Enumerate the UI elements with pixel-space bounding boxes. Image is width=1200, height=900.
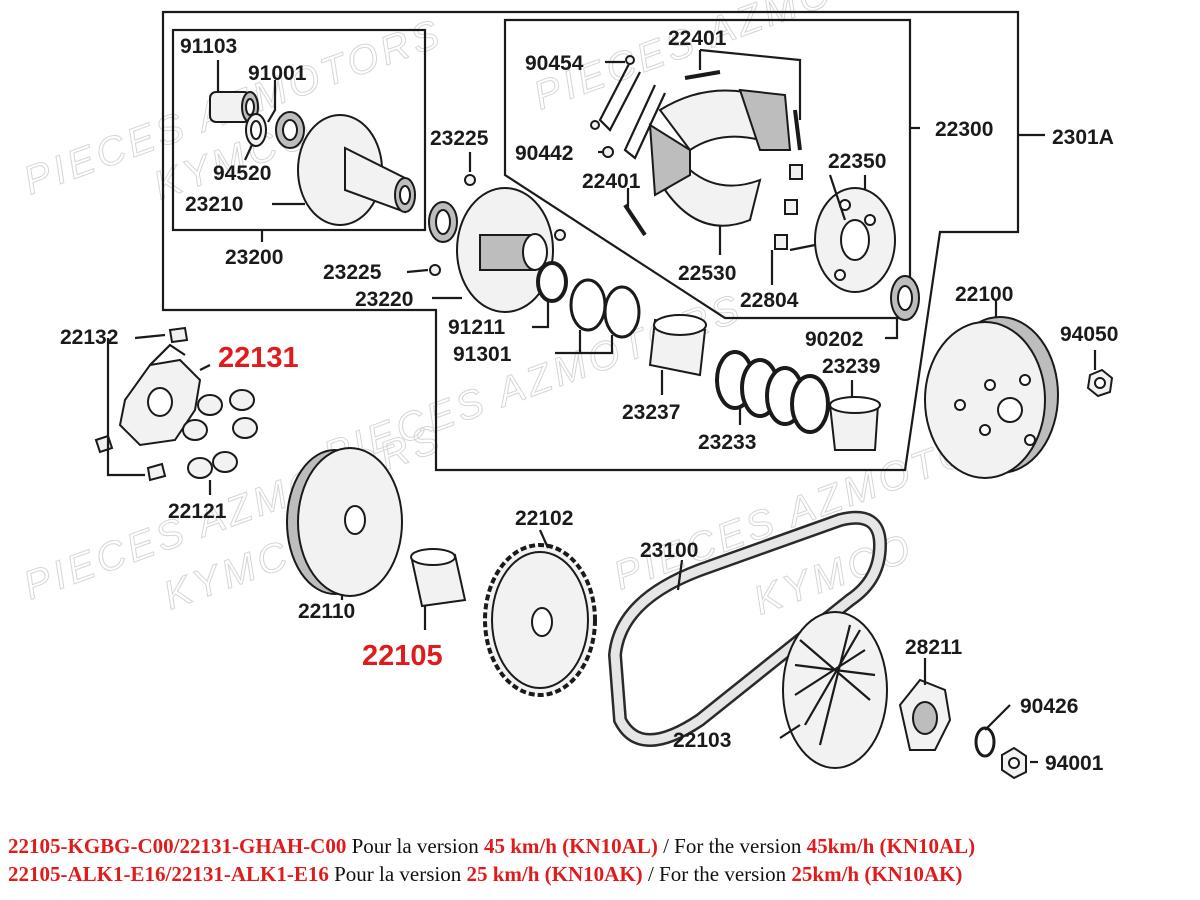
label-22105: 22105 xyxy=(362,640,443,672)
label-22110: 22110 xyxy=(298,600,355,623)
label-28211: 28211 xyxy=(905,636,963,659)
label-91301: 91301 xyxy=(453,343,512,366)
label-22350: 22350 xyxy=(828,150,886,173)
label-23237: 23237 xyxy=(622,401,680,424)
note-fr-text: Pour la version xyxy=(334,862,462,886)
label-23225-lower: 23225 xyxy=(323,261,382,284)
driven-face-23210 xyxy=(297,114,416,226)
label-22401-lower: 22401 xyxy=(582,170,641,193)
collar-22804 xyxy=(774,164,803,250)
outline-assembly-2301A xyxy=(161,10,1020,472)
spring-seat-23239 xyxy=(828,396,881,451)
fan-drive-face-22103 xyxy=(782,611,888,769)
label-22100: 22100 xyxy=(955,283,1013,306)
note-fr-text: Pour la version xyxy=(351,834,479,858)
note-fr-speed: 25 km/h (KN10AK) xyxy=(466,862,643,886)
ramp-plate-22131 xyxy=(118,343,202,447)
movable-drive-face-22110 xyxy=(286,447,403,597)
label-23100: 23100 xyxy=(640,539,698,562)
note-part-codes: 22105-ALK1-E16/22131-ALK1-E16 xyxy=(8,862,329,886)
label-22401-upper: 22401 xyxy=(668,27,727,50)
exploded-parts-diagram: PIECES AZMOTORS KYMCO PIECES AZMOTORS PI… xyxy=(18,0,1118,780)
label-22131: 22131 xyxy=(218,342,299,374)
ratchet-plate-28211 xyxy=(898,678,952,751)
label-94520: 94520 xyxy=(213,162,271,185)
label-23210: 23210 xyxy=(185,193,243,216)
label-91211: 91211 xyxy=(448,316,506,339)
o-ring-91301 xyxy=(569,278,641,339)
label-91103: 91103 xyxy=(180,35,237,58)
label-94050: 94050 xyxy=(1060,323,1118,346)
movable-driven-face-23220 xyxy=(456,187,554,313)
note-separator: / For the version xyxy=(647,862,787,886)
bearing-91103 xyxy=(209,91,259,123)
pin-23225 xyxy=(464,174,476,186)
label-90454: 90454 xyxy=(525,52,584,75)
clutch-outer-22100 xyxy=(924,316,1059,479)
label-22530: 22530 xyxy=(678,262,736,285)
label-22102: 22102 xyxy=(515,507,573,530)
note-en-speed: 45km/h (KN10AL) xyxy=(806,834,976,858)
clutch-shoes-22530 xyxy=(648,88,792,227)
label-90202: 90202 xyxy=(805,328,863,351)
spring-23233 xyxy=(715,350,830,434)
outline-assembly-22300 xyxy=(503,18,912,320)
label-22121: 22121 xyxy=(168,500,227,523)
pin-23225-lower xyxy=(429,264,441,276)
note-fr-speed: 45 km/h (KN10AL) xyxy=(483,834,658,858)
label-23220: 23220 xyxy=(355,288,413,311)
label-23225-upper: 23225 xyxy=(430,127,489,150)
washer-90442 xyxy=(602,146,614,158)
version-notes: 22105-KGBG-C00/22131-GHAH-C00 Pour la ve… xyxy=(8,832,1194,888)
pin-small xyxy=(554,229,566,241)
weight-roller-22121 xyxy=(182,389,258,479)
nut-94050 xyxy=(1086,368,1114,398)
clutch-plate-22350 xyxy=(789,174,896,293)
drive-face-22102 xyxy=(483,543,597,697)
label-91001: 91001 xyxy=(248,62,307,85)
drive-belt-23100 xyxy=(607,510,888,747)
oil-seal-94520 xyxy=(245,113,267,147)
leader-lines xyxy=(106,48,1097,764)
label-22103: 22103 xyxy=(673,729,731,752)
label-94001: 94001 xyxy=(1045,752,1104,775)
part-labels: 91103 91001 94520 23210 23200 23225 2322… xyxy=(60,27,1118,775)
label-90426: 90426 xyxy=(1020,695,1078,718)
oil-seal xyxy=(428,201,458,243)
bearing-91001 xyxy=(275,111,305,149)
label-90442: 90442 xyxy=(515,142,573,165)
label-22300: 22300 xyxy=(935,118,993,141)
version-note-45kmh: 22105-KGBG-C00/22131-GHAH-C00 Pour la ve… xyxy=(8,832,1194,860)
nut-94001 xyxy=(1001,746,1027,780)
collar-22105 xyxy=(410,548,467,608)
slider-22132 xyxy=(94,326,189,482)
note-part-codes: 22105-KGBG-C00/22131-GHAH-C00 xyxy=(8,834,347,858)
label-2301A: 2301A xyxy=(1052,126,1114,149)
guide-collar-23237 xyxy=(648,314,707,377)
note-separator: / For the version xyxy=(663,834,802,858)
label-23239: 23239 xyxy=(822,355,880,378)
note-en-speed: 25km/h (KN10AK) xyxy=(791,862,963,886)
outline-assembly-23200 xyxy=(171,28,427,232)
label-23200: 23200 xyxy=(225,246,283,269)
version-note-25kmh: 22105-ALK1-E16/22131-ALK1-E16 Pour la ve… xyxy=(8,860,1194,888)
o-ring-91211 xyxy=(536,261,568,303)
label-22804: 22804 xyxy=(740,289,799,312)
washer-90426 xyxy=(974,726,996,758)
clip-90454 xyxy=(590,55,666,160)
label-22132: 22132 xyxy=(60,326,118,349)
nut-90202 xyxy=(890,275,920,321)
label-23233: 23233 xyxy=(698,431,756,454)
